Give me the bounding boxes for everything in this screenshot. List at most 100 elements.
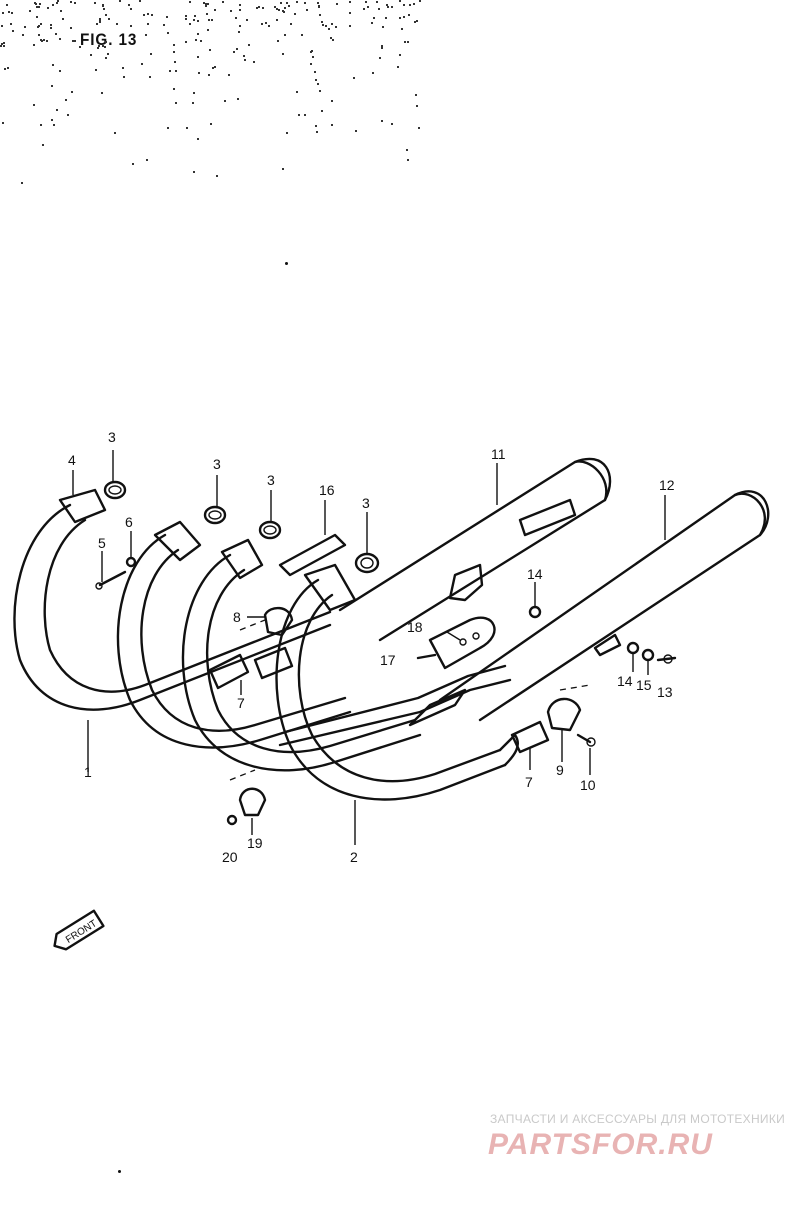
scan-dot — [163, 24, 165, 26]
scan-dot — [57, 0, 59, 2]
scan-dot — [248, 44, 250, 46]
scan-dot — [239, 25, 241, 27]
scan-dot — [167, 127, 169, 129]
scan-dot — [102, 45, 104, 47]
scan-dot — [185, 15, 187, 17]
scan-dot — [103, 8, 105, 10]
scan-dot — [175, 102, 177, 104]
scan-dot — [167, 32, 169, 34]
scan-speck — [118, 1170, 121, 1173]
scan-dot — [50, 27, 52, 29]
scan-dot — [101, 92, 103, 94]
scan-dot — [261, 23, 263, 25]
clamp-19 — [238, 787, 267, 817]
scan-dot — [74, 2, 76, 4]
scan-dot — [235, 17, 237, 19]
scan-dot — [230, 10, 232, 12]
scan-dot — [104, 46, 106, 48]
scan-dot — [404, 41, 406, 43]
scan-dot — [268, 25, 270, 27]
front-direction-marker: FRONT — [53, 909, 105, 951]
scan-dot — [331, 23, 333, 25]
scan-dot — [205, 3, 207, 5]
scan-dot — [416, 20, 418, 22]
scan-dot — [401, 28, 403, 30]
scan-dot — [174, 61, 176, 63]
scan-dot — [6, 4, 8, 6]
scan-dot — [253, 61, 255, 63]
scan-dot — [322, 24, 324, 26]
scan-dot — [397, 66, 399, 68]
watermark-tagline: ЗАПЧАСТИ И АКСЕССУАРЫ ДЛЯ МОТОТЕХНИКИ — [490, 1112, 786, 1126]
scan-dot — [262, 7, 264, 9]
scan-dot — [256, 7, 258, 9]
scan-dot — [413, 3, 415, 5]
scan-dot — [391, 6, 393, 8]
scan-dot — [317, 2, 319, 4]
scan-dot — [52, 64, 54, 66]
scan-dot — [3, 45, 5, 47]
scan-dot — [189, 1, 191, 3]
scan-dot — [316, 131, 318, 133]
scan-dot — [376, 1, 378, 3]
scan-dot — [173, 51, 175, 53]
scan-dot — [37, 26, 39, 28]
callout-20: 20 — [222, 849, 238, 865]
callout-19: 19 — [247, 835, 263, 851]
scan-dot — [147, 13, 149, 15]
callout-3d: 3 — [362, 495, 370, 511]
scan-dot — [228, 74, 230, 76]
scan-dot — [210, 123, 212, 125]
scan-dot — [185, 41, 187, 43]
callout-15: 15 — [636, 677, 652, 693]
connector-7a — [208, 646, 294, 690]
scan-dot — [43, 39, 45, 41]
scan-dot — [99, 21, 101, 23]
scan-dot — [4, 68, 6, 70]
scan-dot — [239, 4, 241, 6]
scan-dot — [378, 8, 380, 10]
scan-dot — [330, 37, 332, 39]
scan-dot — [233, 51, 235, 53]
scan-dot — [130, 8, 132, 10]
scan-dot — [211, 19, 213, 21]
scan-dot — [416, 105, 418, 107]
scan-dot — [207, 29, 209, 31]
scan-dot — [399, 0, 401, 2]
figure-title: FIG. 13 — [80, 30, 138, 49]
scan-dot — [367, 6, 369, 8]
callout-13: 13 — [657, 684, 673, 700]
scan-dot — [122, 67, 124, 69]
scan-dot — [71, 91, 73, 93]
washer-6 — [125, 556, 137, 568]
scan-dot — [36, 16, 38, 18]
callout-18: 18 — [407, 619, 423, 635]
scan-dot — [41, 40, 43, 42]
assembly-guide — [229, 769, 256, 781]
connector-7b — [510, 720, 550, 754]
scan-dot — [310, 51, 312, 53]
callout-1: 1 — [84, 764, 92, 780]
scan-dot — [321, 21, 323, 23]
scan-dot — [128, 4, 130, 6]
heat-shield-16 — [278, 533, 347, 577]
callout-labels: 1 2 3 3 3 3 4 5 6 7 7 8 9 10 11 12 13 14… — [68, 429, 675, 865]
scan-dot — [52, 4, 54, 6]
scan-dot — [318, 6, 320, 8]
bolt-17 — [416, 653, 437, 660]
leader-lines — [72, 450, 666, 845]
scan-dot — [36, 6, 38, 8]
scan-dot — [98, 45, 100, 47]
scan-dot — [173, 44, 175, 46]
scan-dot — [192, 102, 194, 104]
scan-dot — [74, 40, 76, 42]
scan-dot — [105, 57, 107, 59]
scan-dot — [276, 19, 278, 21]
scan-dot — [47, 7, 49, 9]
scan-dot — [288, 5, 290, 7]
scan-dot — [94, 2, 96, 4]
scan-dot — [207, 3, 209, 5]
callout-3b: 3 — [213, 456, 221, 472]
scan-dot — [325, 25, 327, 27]
